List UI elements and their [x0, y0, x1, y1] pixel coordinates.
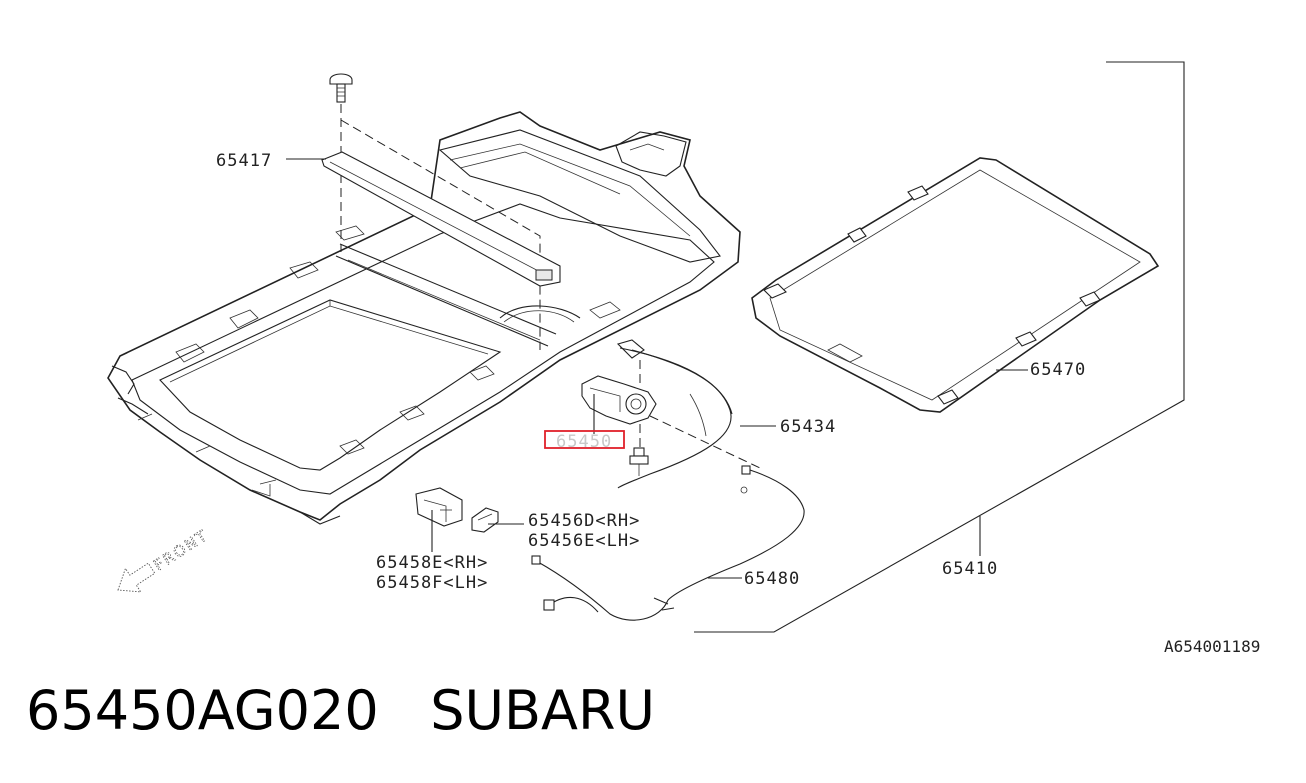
reference-code: A654001189 — [1164, 637, 1260, 656]
callout-65480: 65480 — [744, 569, 800, 589]
front-label: FRONT — [151, 526, 212, 574]
callout-65456e-lh: 65456E<LH> — [528, 531, 640, 551]
side-brackets — [415, 487, 499, 533]
callout-65458e-rh: 65458E<RH> — [376, 553, 488, 573]
callout-65417: 65417 — [216, 151, 272, 171]
roof-frame — [107, 111, 741, 525]
callout-65410: 65410 — [942, 559, 998, 579]
highlight-box — [544, 430, 625, 449]
glass-panel — [751, 157, 1160, 413]
bolt-and-bracket — [321, 73, 561, 350]
front-arrow: FRONT — [117, 526, 212, 593]
highlighted-part-callout[interactable]: 65450 — [544, 430, 625, 452]
callout-65470: 65470 — [1030, 360, 1086, 380]
callout-65434: 65434 — [780, 417, 836, 437]
callout-65450: 65450 — [556, 432, 612, 452]
callout-65456d-rh: 65456D<RH> — [528, 511, 640, 531]
caption-part-number: 65450AG020 — [26, 679, 379, 742]
callout-65458f-lh: 65458F<LH> — [376, 573, 488, 593]
leader-lines — [286, 158, 1028, 579]
drain-hose — [531, 465, 805, 621]
assembly-bracket — [694, 61, 1185, 633]
sunroof-motor — [581, 339, 761, 476]
caption-brand: SUBARU — [430, 679, 656, 742]
part-caption: 65450AG020 SUBARU — [26, 684, 655, 738]
drive-cable — [617, 347, 733, 489]
